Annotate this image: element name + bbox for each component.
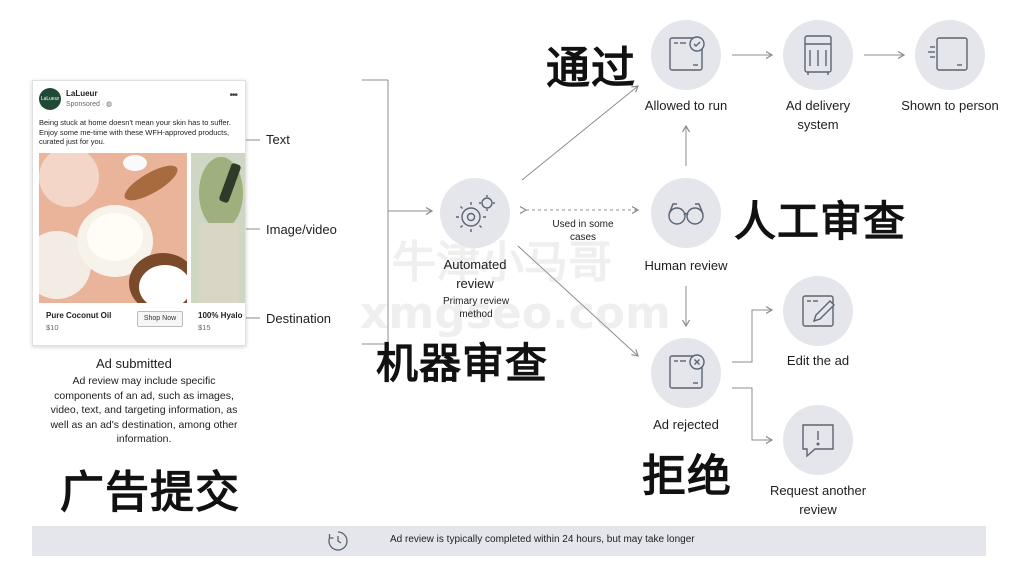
sponsored-label: Sponsored · ◍ <box>66 101 113 108</box>
ad-rejected-node <box>651 338 721 408</box>
request-review-node <box>783 405 853 475</box>
brand-avatar: LaLueur <box>39 88 61 110</box>
footer-bar: Ad review is typically completed within … <box>32 526 986 556</box>
primary-review-method-label: Primary review method <box>442 296 510 320</box>
request-review-label: Request another review <box>769 483 867 517</box>
human-review-label: Human review <box>644 258 728 273</box>
product-2-name: 100% Hyalo <box>198 311 243 320</box>
ad-preview-card: LaLueur LaLueur Sponsored · ◍ ••• Being … <box>32 80 246 346</box>
cn-reject-label: 拒绝 <box>642 451 732 502</box>
edit-pencil-icon <box>802 295 835 327</box>
glasses-icon <box>668 203 704 225</box>
screen-send-icon <box>928 37 968 71</box>
screen-check-icon <box>669 36 705 71</box>
automated-review-label: Automated review <box>443 257 507 291</box>
shown-to-person-node <box>915 20 985 90</box>
cn-ad-submit-label: 广告提交 <box>60 467 240 518</box>
alert-message-icon <box>802 424 834 458</box>
used-in-some-cases-label: Used in some cases <box>552 219 614 243</box>
server-icon <box>804 35 832 75</box>
automated-review-node <box>440 178 510 248</box>
allowed-to-run-label: Allowed to run <box>644 98 728 113</box>
watermark-url: xmgseo.com <box>360 288 671 339</box>
cn-human-review-label: 人工审查 <box>734 197 907 246</box>
edit-ad-label: Edit the ad <box>786 353 850 368</box>
product-image-coconut-oil <box>39 153 187 303</box>
edit-ad-node <box>783 276 853 346</box>
product-1-name: Pure Coconut Oil <box>46 311 112 320</box>
shown-to-person-label: Shown to person <box>901 98 999 113</box>
clock-icon <box>328 531 348 551</box>
product-2-price: $15 <box>198 323 211 332</box>
ad-rejected-label: Ad rejected <box>653 417 719 432</box>
brand-name: LaLueur <box>66 89 98 98</box>
human-review-node <box>651 178 721 248</box>
ad-submitted-description: Ad review may include specific component… <box>50 375 238 445</box>
product-1-price: $10 <box>46 323 59 332</box>
ad-delivery-label: Ad delivery system <box>785 98 851 132</box>
screen-x-icon <box>669 354 705 389</box>
component-text-label: Text <box>266 132 290 147</box>
ad-submitted-title: Ad submitted <box>96 356 172 371</box>
gears-icon <box>456 195 495 232</box>
component-image-label: Image/video <box>266 222 337 237</box>
cn-pass-label: 通过 <box>546 43 636 94</box>
component-destination-label: Destination <box>266 311 332 326</box>
ad-body-text: Being stuck at home doesn't mean your sk… <box>39 118 231 146</box>
ad-delivery-node <box>783 20 853 90</box>
hyaluronic-illustration <box>191 153 245 303</box>
watermark-cn: 牛津小马哥 <box>392 237 612 288</box>
more-options-icon[interactable]: ••• <box>229 90 237 101</box>
cn-machine-review-label: 机器审查 <box>376 339 549 388</box>
allowed-to-run-node <box>651 20 721 90</box>
product-image-hyaluronic <box>191 153 245 303</box>
shop-now-button[interactable]: Shop Now <box>137 311 183 327</box>
coconut-oil-illustration <box>39 153 187 303</box>
footer-text: Ad review is typically completed within … <box>390 534 695 545</box>
